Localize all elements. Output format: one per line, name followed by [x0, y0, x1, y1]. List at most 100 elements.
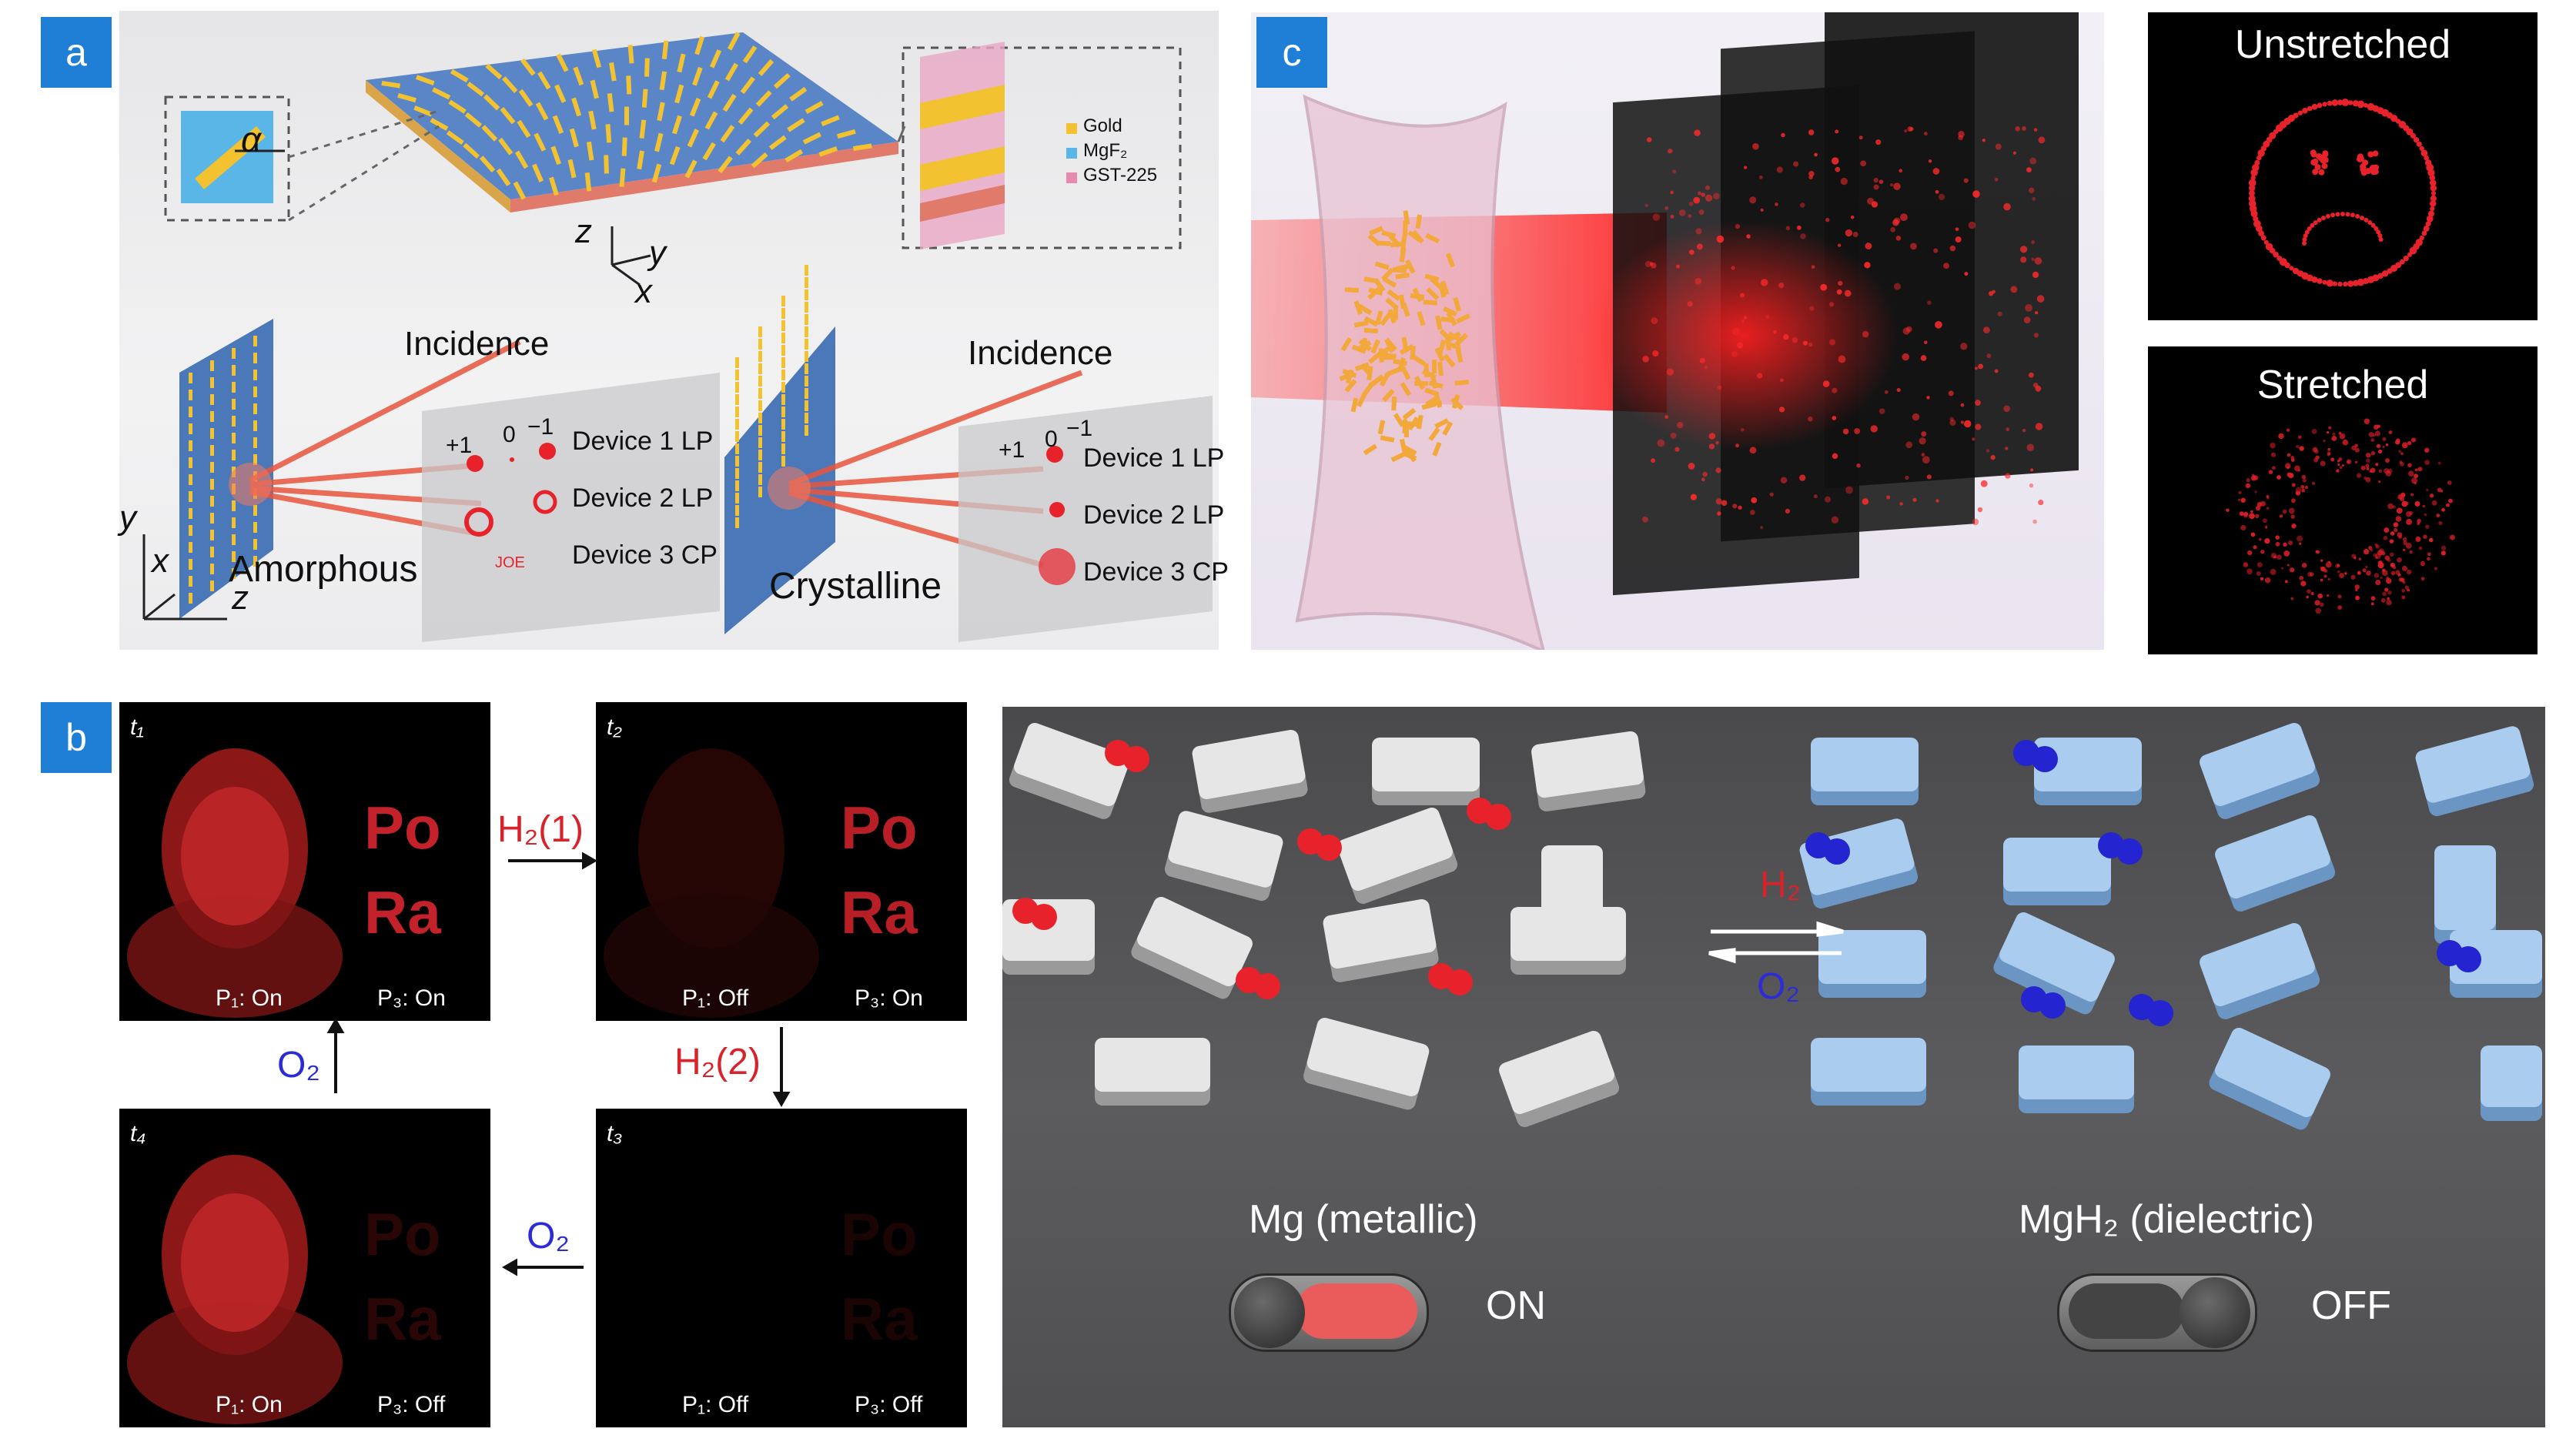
speckle	[2253, 545, 2257, 550]
nanobar	[604, 155, 609, 174]
nanobar	[805, 339, 808, 350]
speckle	[1932, 168, 1940, 175]
speckle	[1921, 431, 1927, 437]
speckle	[2258, 537, 2262, 541]
speckle	[2384, 587, 2389, 592]
speckle	[1701, 192, 1706, 197]
nanobar	[1374, 261, 1390, 270]
panel-tag-b: b	[41, 702, 112, 773]
nanobar	[758, 326, 762, 337]
speckle	[2293, 112, 2299, 119]
speckle	[1731, 351, 1738, 357]
speckle	[2364, 418, 2370, 424]
speckle	[2419, 146, 2424, 152]
speckle	[2386, 599, 2392, 606]
transition-arrows	[326, 852, 791, 1276]
panel-c-illustration	[1251, 12, 2079, 650]
nanobar	[485, 63, 503, 80]
speckle	[2317, 217, 2322, 222]
nanobar	[1402, 407, 1417, 420]
speckle	[1845, 229, 1852, 237]
speckle	[2033, 333, 2039, 338]
speckle	[2302, 478, 2307, 483]
speckle	[1646, 137, 1652, 142]
speckle	[2252, 473, 2255, 477]
speckle	[1972, 518, 1979, 526]
speckle	[1912, 497, 1917, 502]
speckle	[1990, 455, 1996, 460]
speckle	[1960, 403, 1965, 407]
speckle	[1933, 248, 1939, 253]
nanobar	[1407, 230, 1422, 243]
nanobar	[768, 135, 787, 150]
speckle	[1907, 126, 1913, 132]
p3-status: P₃: On	[377, 985, 446, 1011]
speckle	[2424, 513, 2427, 517]
speckle	[2254, 514, 2260, 519]
speckle	[2006, 427, 2010, 432]
nanobar	[805, 277, 808, 288]
speckle	[2036, 295, 2045, 303]
speckle	[1938, 193, 1945, 200]
nanoblock	[2215, 815, 2336, 912]
nanobar	[1381, 267, 1394, 281]
label-h2-1: H₂(1)	[497, 809, 584, 850]
nanobar	[1340, 336, 1353, 352]
nanobar	[735, 456, 739, 467]
speckle	[2314, 164, 2321, 171]
nanobar	[1443, 306, 1457, 317]
speckle	[2441, 507, 2445, 512]
speckle	[2393, 522, 2399, 527]
speckle	[2328, 426, 2332, 430]
speckle	[2038, 136, 2046, 144]
speckle	[2387, 597, 2390, 601]
speckle	[1780, 378, 1784, 383]
nanobar	[1434, 347, 1445, 362]
speckle	[2003, 405, 2010, 413]
speckle	[1644, 203, 1648, 207]
speckle	[2400, 462, 2404, 467]
speckle	[2447, 480, 2452, 485]
order-plus1-left: +1	[446, 433, 473, 458]
speckle	[2322, 279, 2327, 285]
speckle	[1906, 326, 1912, 333]
nanobar	[805, 302, 808, 313]
speckle	[2366, 570, 2371, 576]
toggle-on[interactable]	[1229, 1273, 1429, 1352]
nanobar	[232, 450, 236, 460]
speckle	[2262, 518, 2267, 524]
speckle	[2248, 195, 2256, 202]
nanobar	[1354, 362, 1370, 372]
speckle	[1800, 233, 1806, 239]
portrait-hologram	[127, 748, 343, 1018]
nanobar	[1385, 297, 1399, 310]
speckle	[2403, 548, 2406, 551]
speckle	[2337, 460, 2340, 463]
speckle	[2355, 213, 2360, 219]
speckle	[2390, 531, 2395, 536]
speckle	[2323, 440, 2326, 443]
speckle	[2403, 255, 2409, 262]
speckle	[2420, 149, 2428, 157]
speckle	[1750, 510, 1755, 515]
nanobar	[586, 141, 594, 161]
nanobar	[210, 513, 214, 524]
speckle	[2342, 439, 2349, 446]
toggle-off[interactable]	[2057, 1273, 2257, 1352]
speckle	[2378, 469, 2383, 473]
speckle	[1845, 486, 1853, 494]
sad-face-hologram	[2248, 99, 2437, 287]
nanobar	[707, 80, 720, 99]
h2-molecule	[1031, 904, 1057, 930]
speckle	[1644, 260, 1652, 268]
speckle	[2260, 577, 2264, 580]
speckle	[2374, 430, 2380, 437]
speckle	[2387, 590, 2392, 595]
nanobar	[232, 433, 236, 443]
nanobar	[253, 437, 257, 448]
nanobar	[479, 156, 496, 173]
speckle	[2396, 507, 2403, 514]
order-plus1-right: +1	[999, 437, 1025, 463]
nanobar	[1417, 311, 1426, 326]
nanobar	[781, 308, 785, 319]
